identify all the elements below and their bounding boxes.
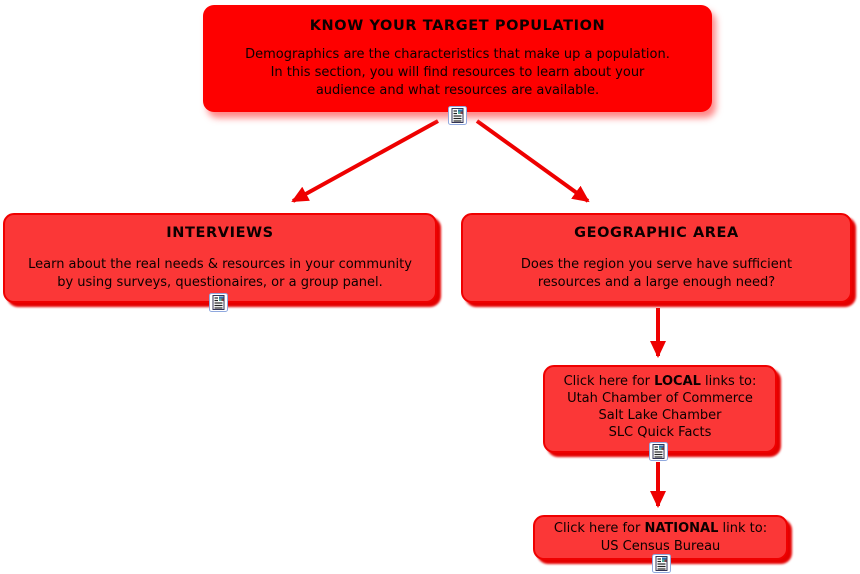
arrow-root-to-geographic — [475, 119, 590, 203]
know-your-target-population-box: KNOW YOUR TARGET POPULATION Demographics… — [203, 5, 712, 112]
body-line: In this section, you will find resources… — [270, 65, 645, 80]
national-line-suffix: link to: — [718, 521, 768, 536]
local-link-item[interactable]: Salt Lake Chamber — [598, 408, 722, 423]
geographic-area-box: GEOGRAPHIC AREA Does the region you serv… — [461, 213, 852, 303]
national-line-bold: NATIONAL — [644, 521, 719, 536]
national-box-body: Click here for NATIONAL link to: US Cens… — [535, 520, 786, 556]
body-line: audience and what resources are availabl… — [315, 83, 600, 98]
webpage-document-icon[interactable] — [652, 554, 671, 573]
body-line: by using surveys, questionaires, or a gr… — [57, 275, 383, 290]
root-box-title: KNOW YOUR TARGET POPULATION — [309, 18, 606, 34]
body-line: Demographics are the characteristics tha… — [245, 47, 670, 62]
webpage-document-icon[interactable] — [649, 442, 668, 461]
local-line-prefix: Click here for — [563, 374, 655, 389]
arrow-root-to-interviews — [291, 119, 439, 203]
local-line-suffix: links to: — [700, 374, 757, 389]
local-link-item[interactable]: Utah Chamber of Commerce — [567, 391, 753, 406]
local-click-here-line[interactable]: Click here for LOCAL links to: — [545, 373, 775, 390]
body-line: Does the region you serve have sufficien… — [520, 257, 793, 272]
interviews-box-body: Learn about the real needs & resources i… — [5, 256, 435, 292]
body-line: Learn about the real needs & resources i… — [28, 257, 412, 272]
national-line-prefix: Click here for — [553, 521, 645, 536]
geographic-box-body: Does the region you serve have sufficien… — [463, 256, 850, 292]
interviews-box-title: INTERVIEWS — [166, 225, 274, 241]
local-box-body: Click here for LOCAL links to: Utah Cham… — [545, 373, 775, 441]
national-click-here-line[interactable]: Click here for NATIONAL link to: — [535, 520, 786, 538]
webpage-document-icon[interactable] — [209, 293, 228, 312]
local-link-item[interactable]: SLC Quick Facts — [608, 425, 712, 440]
local-links-box[interactable]: Click here for LOCAL links to: Utah Cham… — [543, 365, 777, 453]
national-link-box[interactable]: Click here for NATIONAL link to: US Cens… — [533, 515, 788, 560]
geographic-box-title: GEOGRAPHIC AREA — [574, 225, 739, 241]
body-line: resources and a large enough need? — [537, 275, 776, 290]
national-link-item[interactable]: US Census Bureau — [600, 539, 721, 554]
root-box-body: Demographics are the characteristics tha… — [203, 46, 712, 100]
webpage-document-icon[interactable] — [448, 106, 467, 125]
local-line-bold: LOCAL — [654, 374, 701, 389]
interviews-box: INTERVIEWS Learn about the real needs & … — [3, 213, 437, 303]
